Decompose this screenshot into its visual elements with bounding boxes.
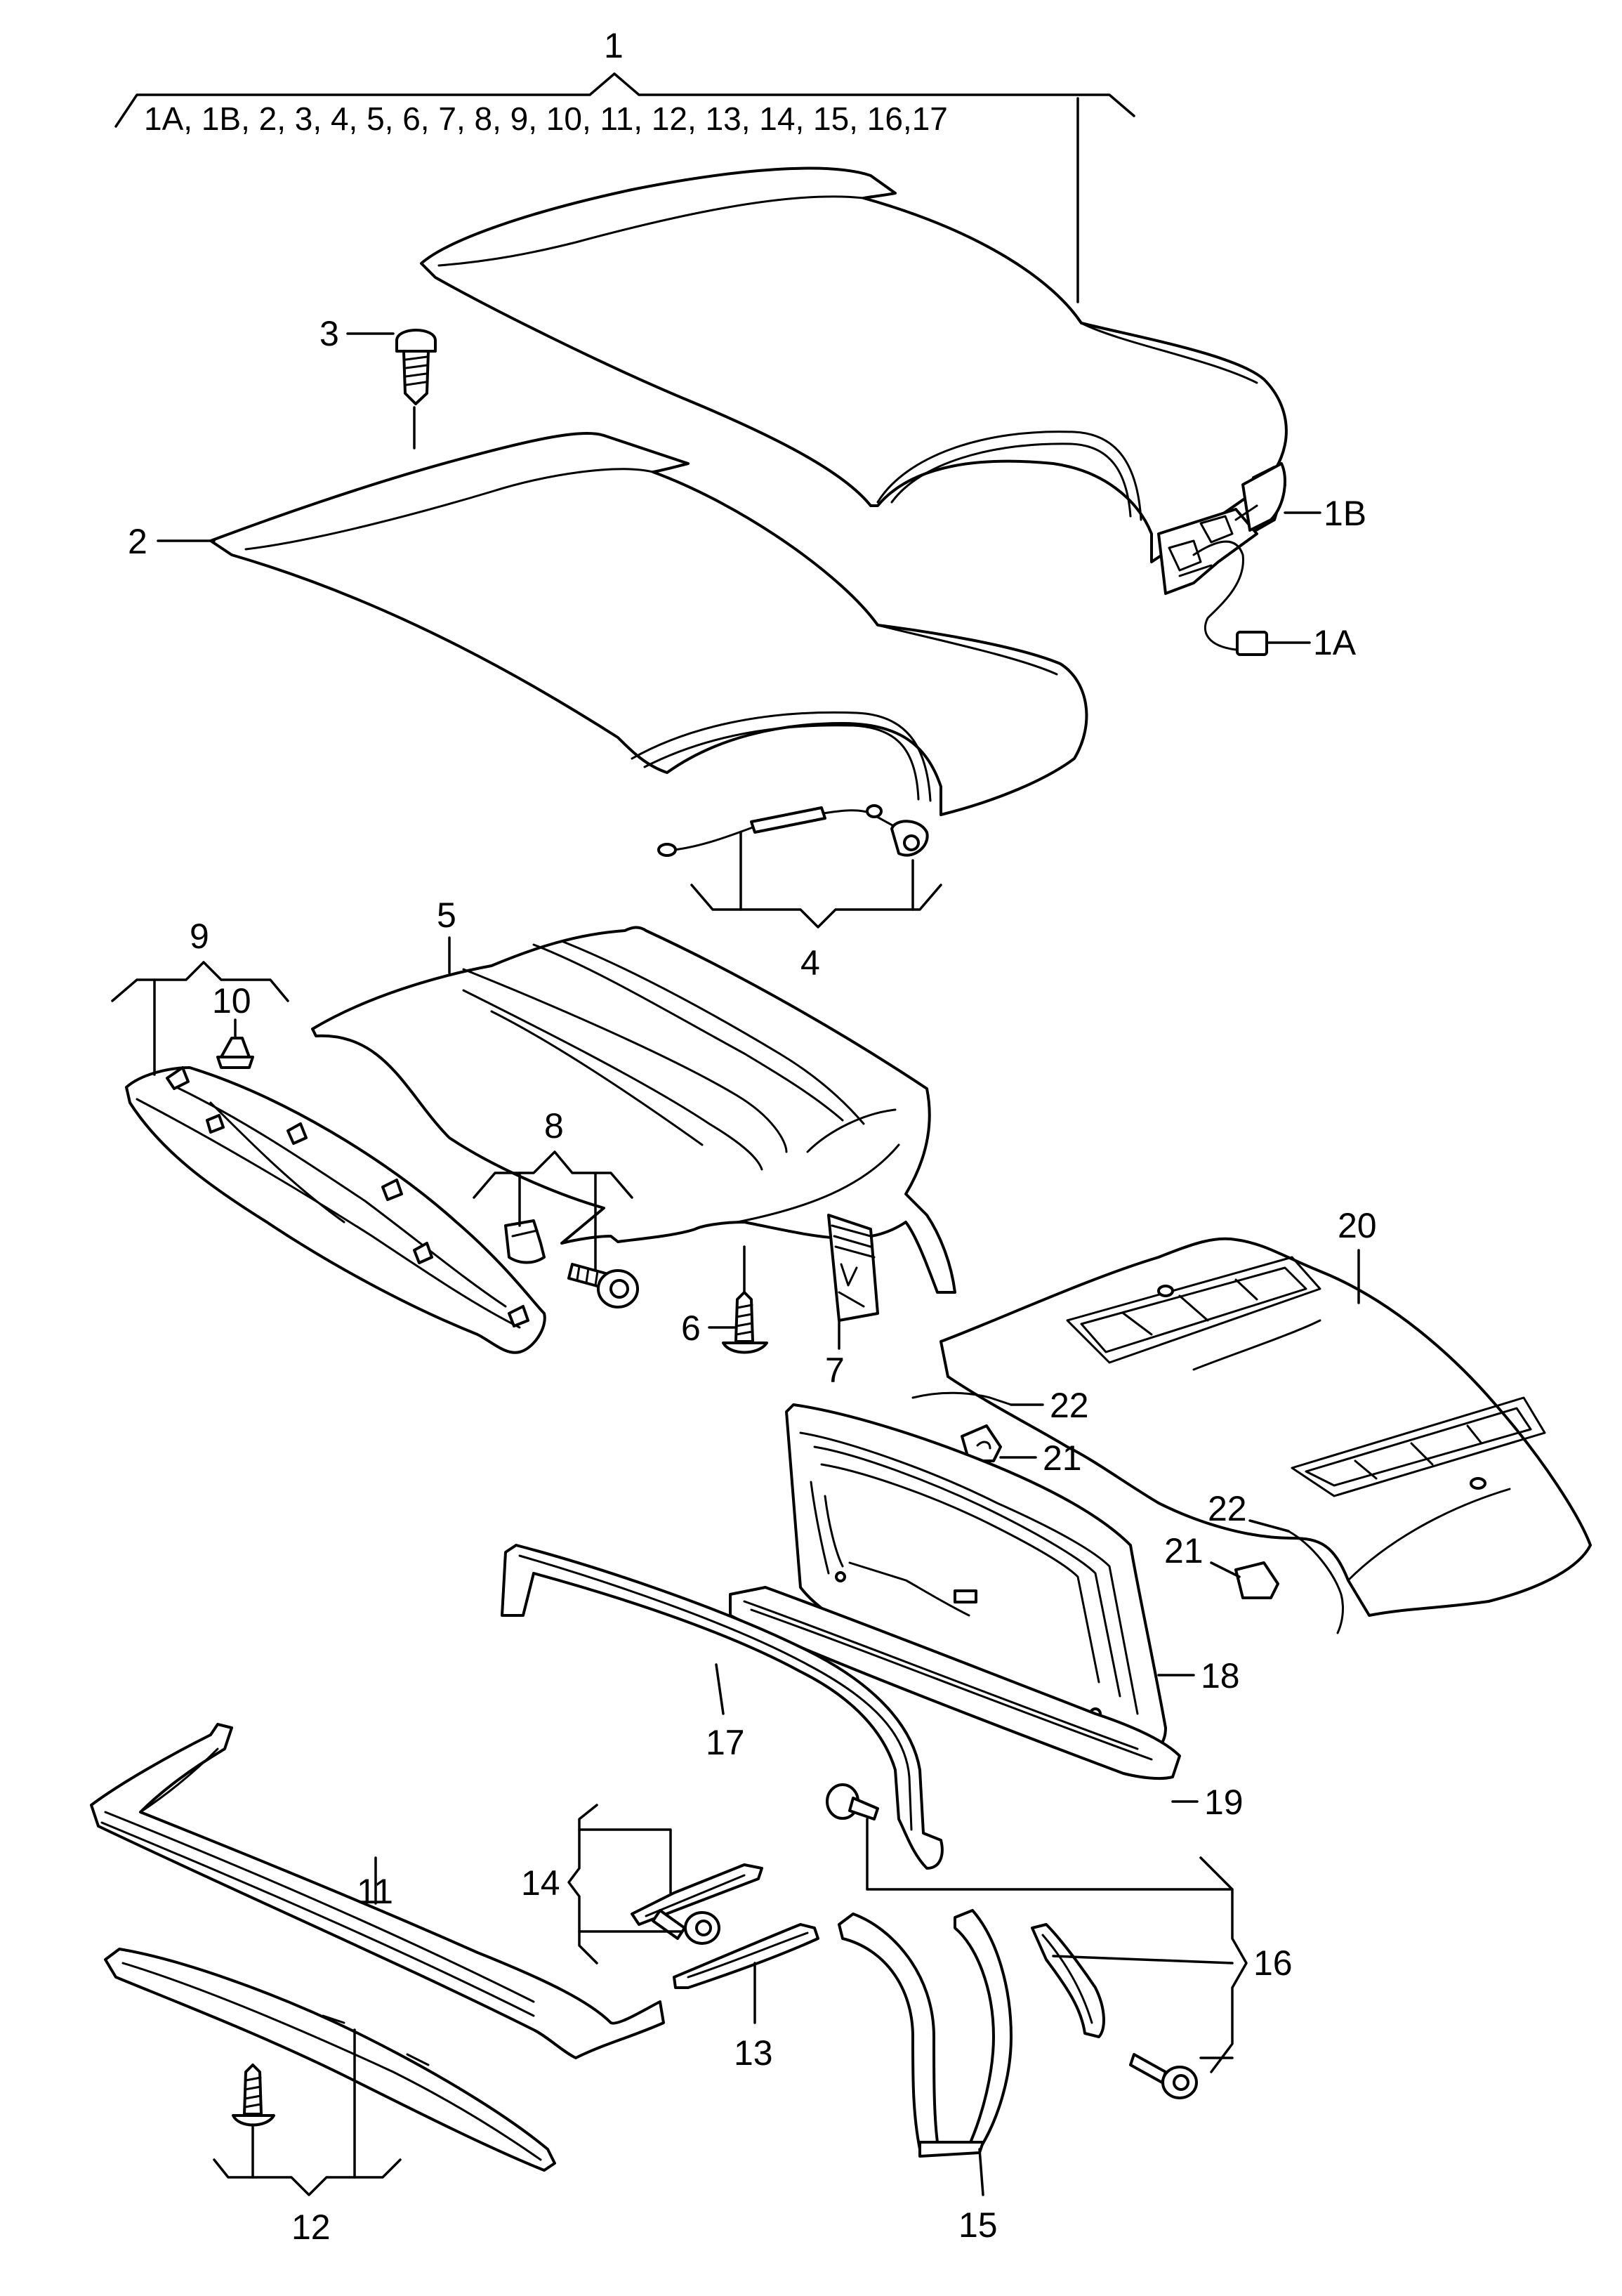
part-12-header-trim	[104, 1948, 556, 2172]
label-21-left: 21	[1043, 1438, 1082, 1478]
label-22-right: 22	[1208, 1489, 1247, 1528]
label-2: 2	[128, 522, 147, 561]
part-20-rear-headliner-detail	[1066, 1256, 1546, 1582]
part-6-screw	[722, 1291, 768, 1354]
label-3: 3	[319, 314, 339, 353]
part-2-top-cover	[209, 431, 1088, 816]
part-13-trim-detail	[687, 1931, 809, 1979]
part-1-soft-top	[420, 166, 1288, 563]
part-16-trim	[1031, 1923, 1105, 2038]
part-5-headliner	[311, 926, 956, 1294]
part-9-trim-clips	[166, 1066, 529, 1327]
part-11-header-seal-detail	[100, 1747, 535, 2017]
part-16-screw-bottom	[1129, 2053, 1198, 2099]
label-5: 5	[437, 896, 456, 935]
part-2-top-cover-detail	[244, 468, 1058, 802]
part-7-tape-detail	[831, 1224, 876, 1308]
part-3-screw	[395, 329, 437, 405]
label-9: 9	[190, 917, 209, 956]
label-16: 16	[1253, 1943, 1293, 1983]
label-1b: 1B	[1324, 494, 1366, 533]
part-14-bracket-detail	[645, 1874, 746, 1917]
label-22-left: 22	[1050, 1386, 1089, 1425]
part-19-seal-detail	[743, 1600, 1153, 1761]
part-22-strip-left	[911, 1391, 1013, 1406]
part-12-header-trim-detail	[121, 1962, 542, 2161]
part-20-rear-headliner	[939, 1237, 1592, 1617]
part-8-clip-detail	[511, 1229, 539, 1238]
part-labels: 1 1A, 1B, 2, 3, 4, 5, 6, 7, 8, 9, 10, 11…	[128, 26, 1377, 2247]
label-4: 4	[800, 943, 820, 983]
label-12: 12	[291, 2208, 331, 2247]
leader-lines	[111, 72, 1360, 2196]
label-1: 1	[604, 26, 624, 65]
label-18: 18	[1201, 1656, 1240, 1695]
part-20-holes	[1157, 1285, 1486, 1490]
part-5-headliner-detail	[462, 940, 900, 1224]
part-1b-latch-detail	[1168, 504, 1258, 577]
part-8-clip	[504, 1219, 546, 1264]
label-1-part-list: 1A, 1B, 2, 3, 4, 5, 6, 7, 8, 9, 10, 11, …	[144, 100, 948, 137]
part-1-soft-top-detail	[437, 195, 1258, 521]
part-16-trim-detail	[1041, 1934, 1093, 2024]
part-8-screw	[567, 1263, 639, 1308]
part-12-screw	[232, 2064, 275, 2127]
part-1a-cable	[1192, 540, 1244, 651]
label-19: 19	[1204, 1783, 1244, 1822]
label-1a: 1A	[1313, 623, 1357, 662]
part-1a-connector	[1236, 631, 1268, 656]
part-22-strip-right	[1287, 1530, 1344, 1634]
part-15-pillar-trim	[838, 1909, 1013, 2158]
label-7: 7	[825, 1351, 845, 1390]
label-13: 13	[734, 2033, 773, 2073]
label-20: 20	[1338, 1206, 1377, 1245]
part-9-front-trim-detail	[136, 1084, 521, 1329]
label-21-right: 21	[1164, 1531, 1204, 1570]
part-21-clip-left-detail	[976, 1441, 991, 1450]
part-16-screw-top	[826, 1783, 879, 1821]
label-11: 11	[357, 1872, 393, 1911]
part-3-screw-threads	[404, 355, 428, 386]
part-4-cable-parts	[657, 804, 929, 857]
part-21-clip-right	[1234, 1561, 1279, 1599]
part-8-screw-threads	[576, 1265, 599, 1287]
part-10-clip	[216, 1037, 254, 1069]
part-19-seal	[729, 1586, 1181, 1780]
part-12-screw-threads	[244, 2076, 262, 2108]
label-6: 6	[681, 1308, 701, 1348]
label-8: 8	[544, 1106, 564, 1146]
label-15: 15	[958, 2205, 998, 2245]
part-1b-latch	[1157, 462, 1286, 595]
part-14-screw	[652, 1909, 720, 1945]
label-10: 10	[212, 981, 251, 1021]
part-6-screw-threads	[735, 1304, 753, 1336]
label-14: 14	[521, 1863, 560, 1903]
part-18-rear-window-detail	[799, 1431, 1139, 1715]
part-17-frame-seal	[501, 1544, 944, 1870]
part-17-frame-seal-detail	[518, 1554, 913, 1831]
label-17: 17	[706, 1723, 745, 1762]
